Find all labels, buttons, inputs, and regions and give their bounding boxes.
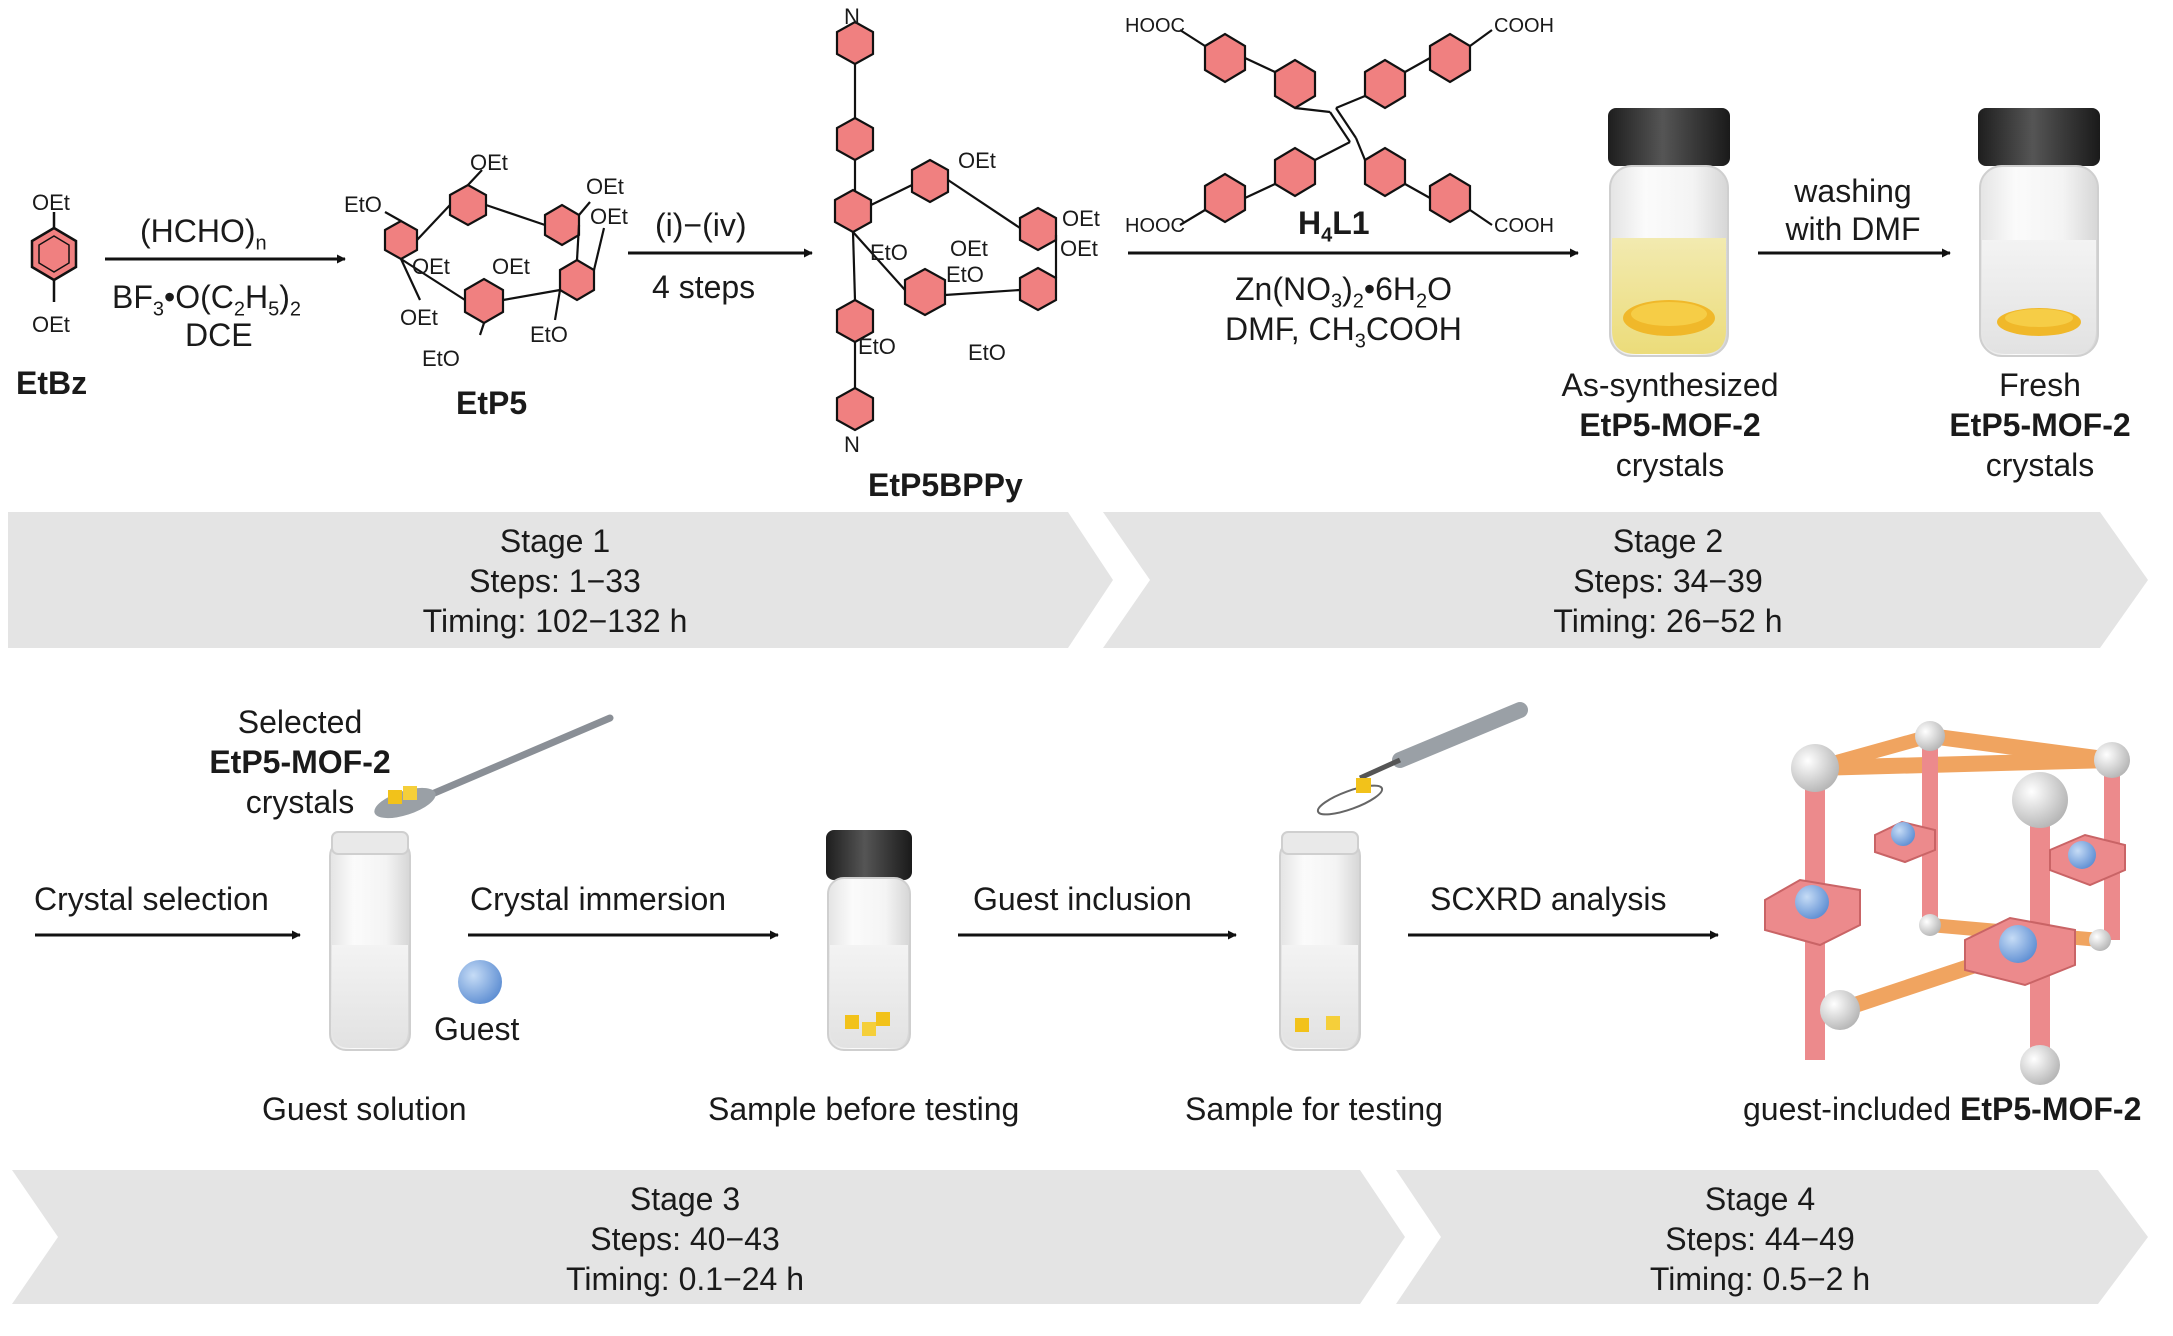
stage-1-timing: Timing: 102−132 h <box>422 603 688 639</box>
h4l1-label: H4L1 <box>1298 205 1370 247</box>
etp5bppy-oet-2: OEt <box>1062 206 1100 231</box>
etp5bppy-eto-1: EtO <box>870 240 908 265</box>
sample-for-label: Sample for testing <box>1185 1091 1443 1127</box>
as-synthesized-line1: As-synthesized <box>1561 367 1779 403</box>
spatula <box>374 714 614 819</box>
stage-1-title: Stage 1 <box>499 523 611 559</box>
etp5-oet-6: OEt <box>400 305 438 330</box>
fresh-line1: Fresh <box>1999 367 2081 403</box>
reagent2-top: (i)−(iv) <box>655 207 747 243</box>
etp5-oet-4: OEt <box>412 254 450 279</box>
reagent1-middle: BF3•O(C2H5)2 <box>112 279 302 321</box>
guest-inclusion-label: Guest inclusion <box>973 881 1192 917</box>
h4l1-hooc-bottom: HOOC <box>1125 215 1185 237</box>
etp5-eto-1: EtO <box>344 192 382 217</box>
as-synthesized-line3: crystals <box>1615 447 1725 483</box>
stage-4-timing: Timing: 0.5−2 h <box>1649 1261 1871 1297</box>
mof-framework <box>1764 721 2130 1085</box>
guest-ball <box>458 960 502 1004</box>
etp5-oet-3: OEt <box>590 204 628 229</box>
h4l1-structure <box>1179 29 1493 226</box>
etp5-oet-1: OEt <box>470 150 508 175</box>
etp5bppy-structure <box>833 20 1058 432</box>
guest-solution-label: Guest solution <box>262 1091 467 1127</box>
reagent3-line1: Zn(NO3)2•6H2O <box>1235 271 1453 313</box>
as-synthesized-line2: EtP5-MOF-2 <box>1579 407 1761 443</box>
washing-line1: washing <box>1794 173 1912 209</box>
reagent1-bottom: DCE <box>185 317 253 353</box>
scxrd-label: SCXRD analysis <box>1430 881 1667 917</box>
etbz-label: EtBz <box>16 365 88 401</box>
etp5-structure <box>383 169 606 336</box>
stage-3-timing: Timing: 0.1−24 h <box>565 1261 805 1297</box>
fresh-vial <box>1978 108 2100 357</box>
etbz-top-substituent: OEt <box>32 190 70 215</box>
loop-tool <box>1316 702 1528 816</box>
etp5-oet-5: OEt <box>492 254 530 279</box>
etp5bppy-oet-1: OEt <box>958 148 996 173</box>
stage-4-steps: Steps: 44−49 <box>1665 1221 1855 1257</box>
reagent3-line2: DMF, CH3COOH <box>1225 311 1462 353</box>
selected-line1: Selected <box>237 704 363 740</box>
etp5-oet-2: OEt <box>586 174 624 199</box>
guest-solution-vial <box>329 831 411 1051</box>
stage-2-arrow <box>1103 512 2148 648</box>
h4l1-cooh-top: COOH <box>1494 15 1554 37</box>
etp5bppy-oet-4: OEt <box>950 236 988 261</box>
stage-3-steps: Steps: 40−43 <box>590 1221 780 1257</box>
stage-3-arrow <box>12 1170 1405 1304</box>
crystal-selection-label: Crystal selection <box>34 881 269 917</box>
etbz-bottom-substituent: OEt <box>32 312 70 337</box>
stage-3-title: Stage 3 <box>629 1181 741 1217</box>
h4l1-cooh-bottom: COOH <box>1494 215 1554 237</box>
as-synthesized-vial <box>1608 108 1730 357</box>
h4l1-hooc-top: HOOC <box>1125 15 1185 37</box>
stage-2-steps: Steps: 34−39 <box>1573 563 1763 599</box>
selected-line3: crystals <box>245 784 355 820</box>
etp5bppy-eto-4: EtO <box>968 340 1006 365</box>
sample-for-testing-vial <box>1279 831 1361 1051</box>
stage-1-steps: Steps: 1−33 <box>469 563 641 599</box>
etp5-eto-3: EtO <box>422 346 460 371</box>
etp5bppy-label: EtP5BPPy <box>868 467 1023 503</box>
stage-4-title: Stage 4 <box>1704 1181 1816 1217</box>
crystal-immersion-label: Crystal immersion <box>470 881 727 917</box>
selected-line2: EtP5-MOF-2 <box>209 744 391 780</box>
etp5-label: EtP5 <box>456 385 528 421</box>
etp5bppy-n-top: N <box>844 4 860 29</box>
stage-4-arrow <box>1396 1170 2148 1304</box>
etbz-structure <box>30 212 78 302</box>
fresh-line2: EtP5-MOF-2 <box>1949 407 2131 443</box>
reagent2-bottom: 4 steps <box>652 269 756 305</box>
stage-1-arrow <box>8 512 1113 648</box>
etp5bppy-oet-3: OEt <box>1060 236 1098 261</box>
sample-before-vial <box>826 830 912 1051</box>
washing-line2: with DMF <box>1785 211 1921 247</box>
stage-2-timing: Timing: 26−52 h <box>1553 603 1783 639</box>
guest-included-label: guest-included EtP5-MOF-2 <box>1743 1091 2142 1127</box>
reagent1-top: (HCHO)n <box>140 213 267 255</box>
sample-before-label: Sample before testing <box>708 1091 1020 1127</box>
etp5bppy-eto-3: EtO <box>858 334 896 359</box>
stage-2-title: Stage 2 <box>1612 523 1724 559</box>
guest-label: Guest <box>434 1011 520 1047</box>
fresh-line3: crystals <box>1985 447 2095 483</box>
etp5bppy-eto-2: EtO <box>946 262 984 287</box>
etp5bppy-n-bottom: N <box>844 432 860 457</box>
etp5-eto-2: EtO <box>530 322 568 347</box>
